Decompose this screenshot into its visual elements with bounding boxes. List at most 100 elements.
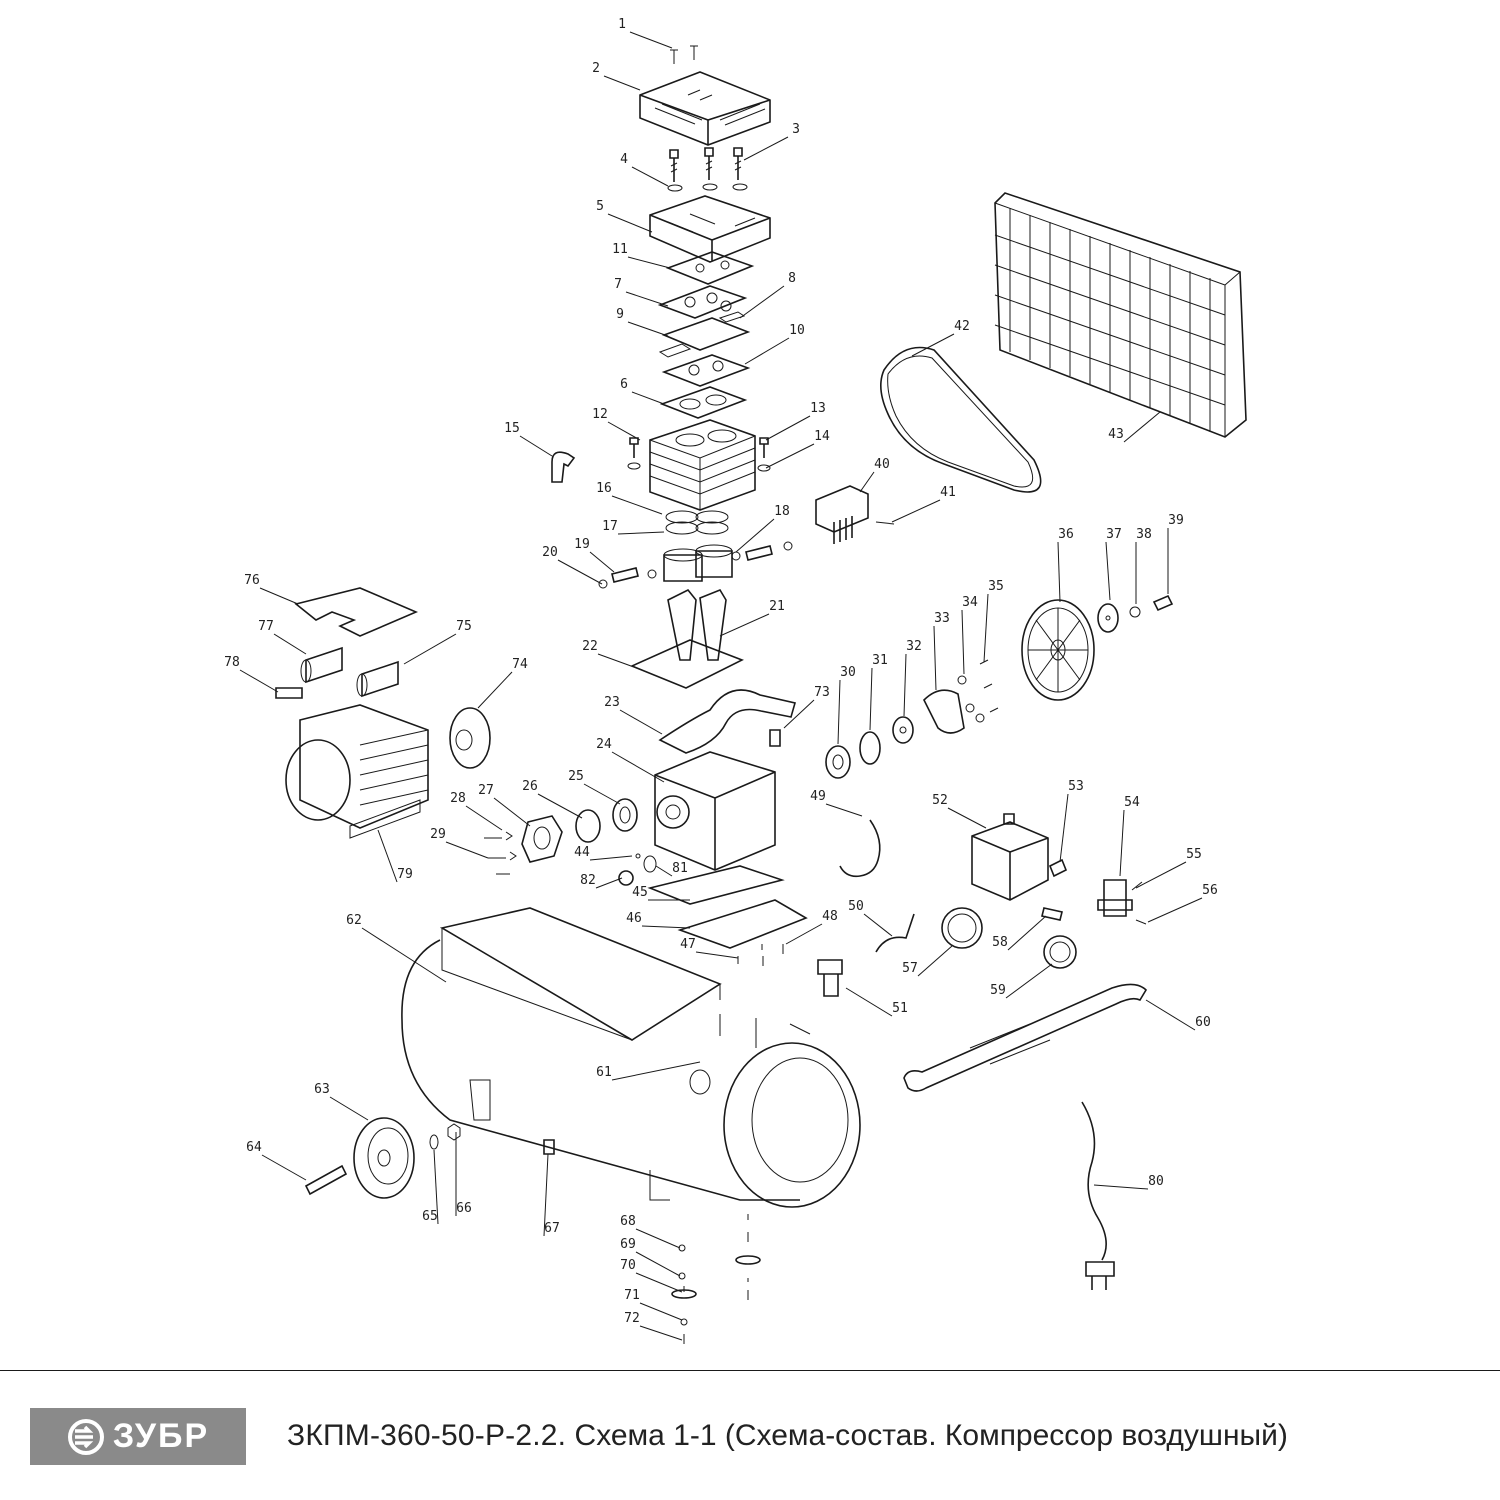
callout-leader-37	[1105, 541, 1111, 601]
callout-label-30: 30	[840, 665, 856, 680]
callout-leader-79	[377, 829, 398, 883]
callout-label-27: 27	[478, 783, 494, 798]
callout-label-68: 68	[620, 1214, 636, 1229]
callout-label-23: 23	[604, 695, 620, 710]
callout-label-14: 14	[814, 429, 830, 444]
callout-leader-54	[1119, 809, 1125, 877]
callout-leader-27	[493, 797, 531, 827]
callout-leader-56	[1147, 897, 1203, 923]
callout-leader-31	[869, 667, 873, 731]
callout-label-38: 38	[1136, 527, 1152, 542]
callout-label-51: 51	[892, 1001, 908, 1016]
arrow-circle-icon	[67, 1418, 104, 1455]
callout-label-26: 26	[522, 779, 538, 794]
callout-label-15: 15	[504, 421, 520, 436]
schema-description: Схема 1-1 (Схема-состав. Компрессор возд…	[574, 1419, 1288, 1452]
callout-label-24: 24	[596, 737, 612, 752]
callout-leader-25	[583, 783, 621, 805]
callout-leader-30	[837, 679, 841, 745]
callout-label-22: 22	[582, 639, 598, 654]
callout-leader-61	[611, 1061, 701, 1081]
callout-label-58: 58	[992, 935, 1008, 950]
callout-label-7: 7	[614, 277, 622, 292]
callout-label-37: 37	[1106, 527, 1122, 542]
callout-label-66: 66	[456, 1201, 472, 1216]
callout-leader-2	[603, 75, 641, 91]
callout-label-20: 20	[542, 545, 558, 560]
callout-leader-49	[825, 803, 863, 817]
callout-leader-75	[403, 633, 457, 665]
callout-leader-46	[641, 925, 691, 929]
callout-label-6: 6	[620, 377, 628, 392]
callout-leader-23	[619, 709, 663, 735]
callout-label-54: 54	[1124, 795, 1140, 810]
callout-leader-41	[891, 499, 941, 523]
callout-label-79: 79	[397, 867, 413, 882]
page-title: ЗКПМ-360-50-Р-2.2. Схема 1-1 (Схема-сост…	[287, 1419, 1288, 1453]
callout-leader-11	[627, 256, 671, 269]
callout-leader-62	[361, 927, 447, 983]
callout-leader-35	[983, 593, 989, 663]
callout-leader-78	[239, 669, 279, 693]
callout-label-35: 35	[988, 579, 1004, 594]
callout-leader-16	[611, 495, 663, 515]
callout-leader-82	[595, 877, 623, 889]
callout-leader-24	[611, 751, 665, 783]
callout-label-12: 12	[592, 407, 608, 422]
callout-leader-44	[589, 855, 633, 861]
callout-label-65: 65	[422, 1209, 438, 1224]
callout-leader-72	[639, 1325, 683, 1341]
callout-leader-15	[519, 435, 553, 457]
callout-leader-20	[557, 559, 603, 585]
callout-label-42: 42	[954, 319, 970, 334]
callout-label-9: 9	[616, 307, 624, 322]
callout-label-48: 48	[822, 909, 838, 924]
callout-label-59: 59	[990, 983, 1006, 998]
callout-label-36: 36	[1058, 527, 1074, 542]
callout-label-63: 63	[314, 1082, 330, 1097]
callout-leader-13	[765, 415, 811, 441]
callout-label-62: 62	[346, 913, 362, 928]
callout-label-45: 45	[632, 885, 648, 900]
callout-leader-5	[607, 213, 653, 233]
callout-leader-21	[719, 613, 770, 637]
callout-leader-40	[859, 471, 875, 493]
callout-leader-77	[273, 633, 307, 655]
part-drawings	[275, 45, 1247, 1344]
callout-label-64: 64	[246, 1140, 262, 1155]
callout-label-17: 17	[602, 519, 618, 534]
callout-label-49: 49	[810, 789, 826, 804]
callout-label-73: 73	[814, 685, 830, 700]
callout-leader-6	[631, 391, 665, 405]
callout-leader-22	[597, 653, 643, 671]
callout-label-2: 2	[592, 61, 600, 76]
model-number: ЗКПМ-360-50-Р-2.2.	[287, 1419, 567, 1452]
callout-label-21: 21	[769, 599, 785, 614]
callout-label-70: 70	[620, 1258, 636, 1273]
callout-leader-69	[635, 1251, 681, 1277]
callout-label-60: 60	[1195, 1015, 1211, 1030]
callout-label-78: 78	[224, 655, 240, 670]
callout-leader-43	[1123, 411, 1161, 443]
callout-leader-52	[947, 807, 987, 829]
callout-label-71: 71	[624, 1288, 640, 1303]
callout-label-43: 43	[1108, 427, 1124, 442]
callout-label-46: 46	[626, 911, 642, 926]
callout-leader-48	[785, 923, 823, 945]
callout-label-1: 1	[618, 17, 626, 32]
callout-leader-67	[543, 1153, 549, 1237]
callout-label-41: 41	[940, 485, 956, 500]
callout-label-75: 75	[456, 619, 472, 634]
callout-leader-4	[631, 166, 669, 187]
callout-label-52: 52	[932, 793, 948, 808]
callout-leader-76	[259, 587, 299, 605]
callout-leader-19	[589, 551, 615, 573]
callout-leader-34	[961, 609, 965, 675]
callout-leader-26	[537, 793, 583, 819]
callout-leader-71	[639, 1302, 683, 1321]
callout-leader-53	[1059, 793, 1069, 863]
callout-leader-60	[1145, 999, 1196, 1031]
callout-label-32: 32	[906, 639, 922, 654]
footer: ЗУБР ЗКПМ-360-50-Р-2.2. Схема 1-1 (Схема…	[0, 1371, 1500, 1500]
